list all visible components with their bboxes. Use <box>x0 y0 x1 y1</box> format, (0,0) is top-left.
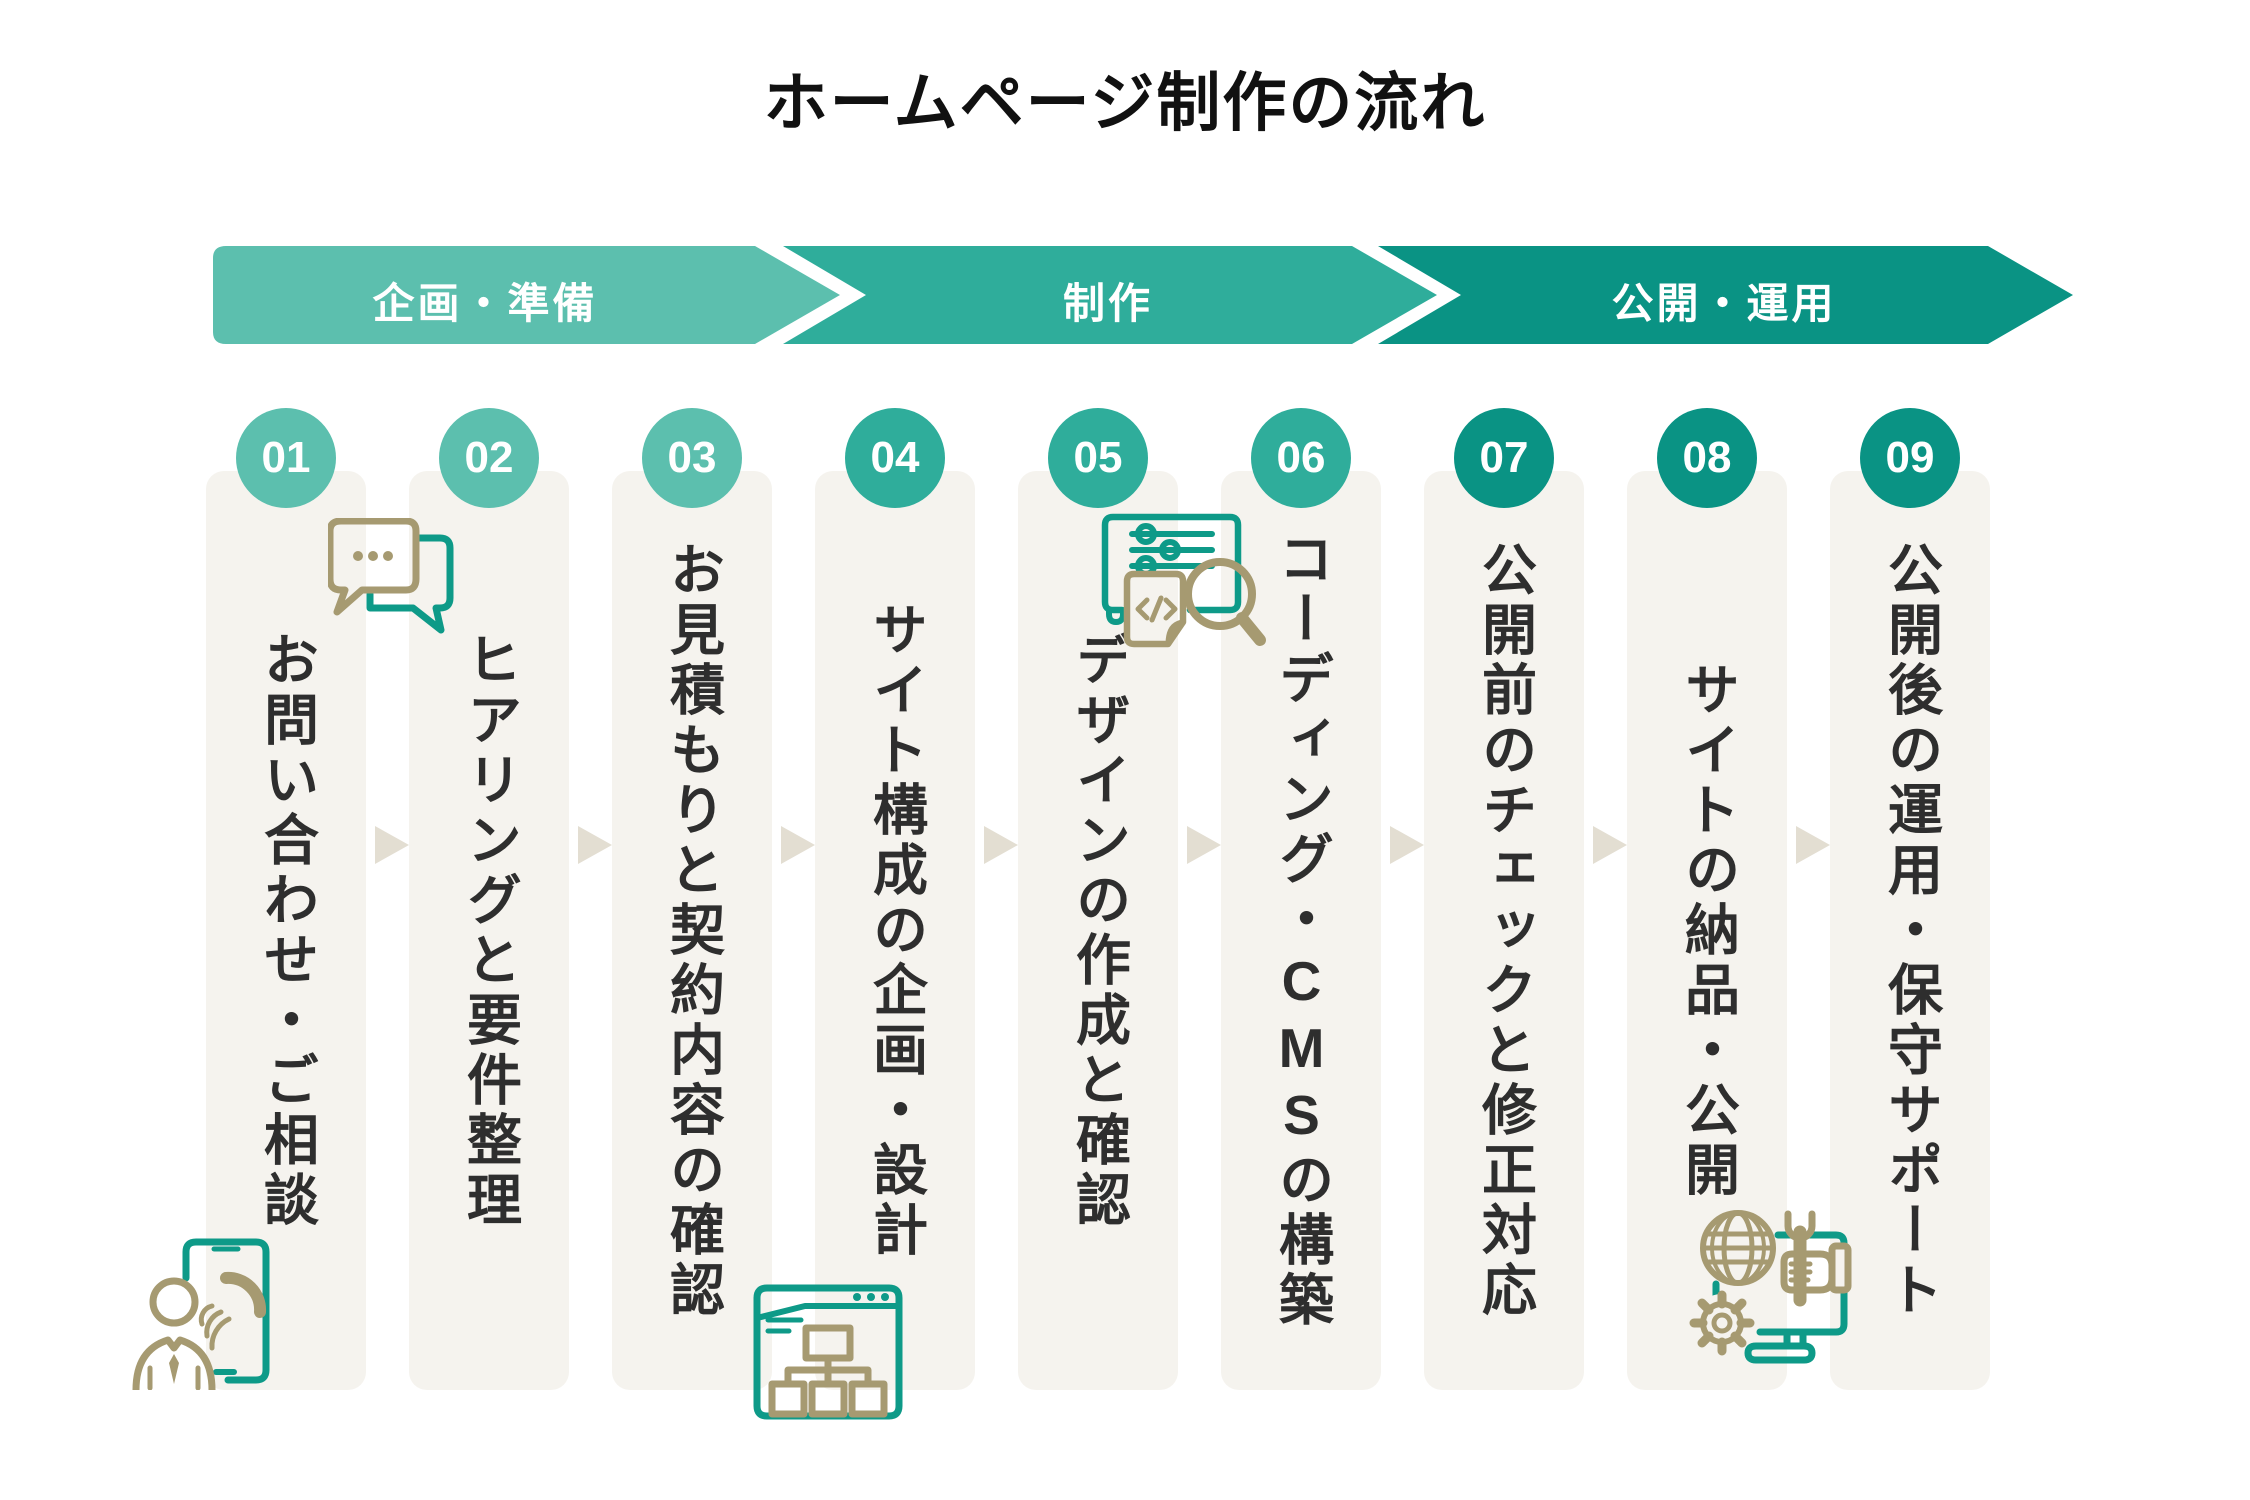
design-code-search-icon <box>1101 513 1266 648</box>
delivery-tools-icon <box>1689 1210 1852 1364</box>
step-label-6: コーディング・CMSの構築 <box>1270 530 1333 1331</box>
phase-arrow-2 <box>783 246 1437 344</box>
step-number-badge-7: 07 <box>1454 408 1554 508</box>
page-title: ホームページ制作の流れ <box>763 67 1487 139</box>
step-number-badge-2: 02 <box>439 408 539 508</box>
step-label-3: お見積もりと契約内容の確認 <box>661 540 724 1321</box>
step-card-3: お見積もりと契約内容の確認 <box>612 471 772 1390</box>
next-step-arrow-icon <box>375 826 409 864</box>
step-number-badge-9: 09 <box>1860 408 1960 508</box>
next-step-arrow-icon <box>578 826 612 864</box>
step-label-2: ヒアリングと要件整理 <box>458 630 521 1231</box>
person-phone-icon <box>132 1238 270 1390</box>
chat-bubbles-icon <box>328 518 454 634</box>
step-number-badge-1: 01 <box>236 408 336 508</box>
step-card-1: お問い合わせ・ご相談 <box>206 471 366 1390</box>
step-number-badge-4: 04 <box>845 408 945 508</box>
next-step-arrow-icon <box>1796 826 1830 864</box>
sitemap-window-icon <box>753 1284 903 1420</box>
phase-label-launch: 公開・運用 <box>1611 280 1837 327</box>
phase-arrow-3 <box>1378 246 2073 344</box>
step-number-badge-3: 03 <box>642 408 742 508</box>
phase-arrow-band <box>213 246 2073 344</box>
phase-label-production: 制作 <box>1062 280 1153 327</box>
next-step-arrow-icon <box>1390 826 1424 864</box>
next-step-arrow-icon <box>781 826 815 864</box>
phase-arrow-1 <box>213 246 840 344</box>
step-label-4: サイト構成の企画・設計 <box>864 600 927 1261</box>
next-step-arrow-icon <box>1187 826 1221 864</box>
step-card-9: 公開後の運用・保守サポート <box>1830 471 1990 1390</box>
phase-label-planning: 企画・準備 <box>372 280 598 327</box>
next-step-arrow-icon <box>1593 826 1627 864</box>
step-card-4: サイト構成の企画・設計 <box>815 471 975 1390</box>
step-label-1: お問い合わせ・ご相談 <box>255 630 318 1231</box>
step-label-5: デザインの作成と確認 <box>1067 630 1130 1231</box>
next-step-arrow-icon <box>984 826 1018 864</box>
step-number-badge-6: 06 <box>1251 408 1351 508</box>
step-label-7: 公開前のチェックと修正対応 <box>1473 540 1536 1321</box>
step-label-9: 公開後の運用・保守サポート <box>1879 540 1942 1321</box>
step-label-8: サイトの納品・公開 <box>1676 660 1739 1201</box>
step-card-7: 公開前のチェックと修正対応 <box>1424 471 1584 1390</box>
step-number-badge-8: 08 <box>1657 408 1757 508</box>
step-number-badge-5: 05 <box>1048 408 1148 508</box>
step-card-5: デザインの作成と確認 <box>1018 471 1178 1390</box>
